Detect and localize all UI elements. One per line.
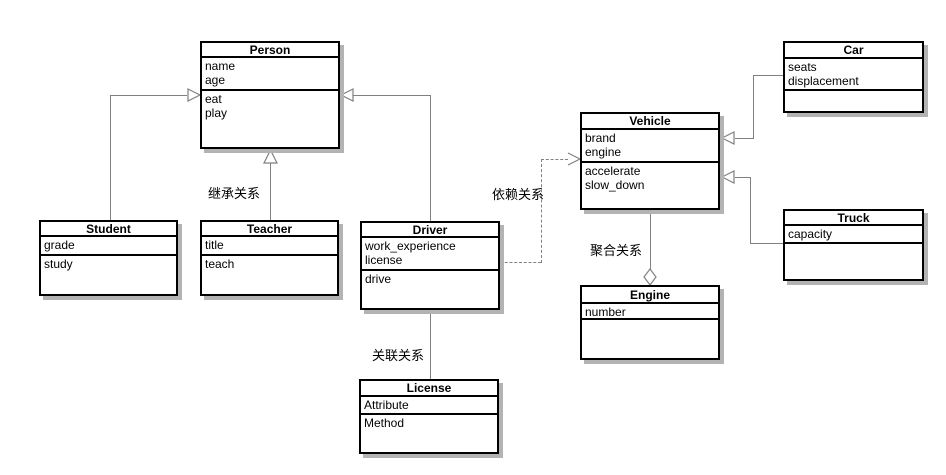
edge-vehicle-engine-segment bbox=[650, 210, 651, 269]
class-student-title: Student bbox=[41, 222, 176, 237]
method: eat bbox=[205, 92, 222, 106]
class-person-attributes: name age bbox=[202, 58, 338, 91]
edge-student-person-segment bbox=[110, 95, 187, 96]
class-driver-methods: drive bbox=[362, 271, 498, 308]
class-engine-methods bbox=[582, 320, 718, 358]
class-person[interactable]: Person name age eat play bbox=[200, 41, 340, 149]
class-truck-methods bbox=[785, 244, 922, 279]
edge-label-inheritance: 继承关系 bbox=[208, 186, 261, 201]
class-license[interactable]: License Attribute Method bbox=[359, 379, 499, 454]
edge-driver-vehicle-segment bbox=[541, 159, 568, 160]
class-teacher[interactable]: Teacher title teach bbox=[200, 220, 339, 296]
class-driver-title: Driver bbox=[362, 223, 498, 238]
edge-car-vehicle-segment bbox=[753, 75, 754, 139]
class-truck[interactable]: Truck capacity bbox=[783, 209, 924, 281]
attribute: work_experience bbox=[365, 239, 456, 253]
class-teacher-attributes: title bbox=[202, 237, 337, 256]
class-person-title: Person bbox=[202, 43, 338, 58]
edge-driver-person-segment bbox=[353, 95, 430, 96]
attribute: engine bbox=[585, 145, 622, 159]
edge-teacher-person-segment bbox=[270, 163, 271, 220]
inheritance-triangle-icon bbox=[721, 170, 735, 184]
class-student[interactable]: Student grade study bbox=[39, 220, 178, 296]
class-car-title: Car bbox=[785, 43, 922, 59]
dependency-arrow-icon bbox=[567, 152, 581, 166]
edge-truck-vehicle-segment bbox=[735, 177, 750, 178]
class-license-title: License bbox=[361, 381, 497, 397]
inheritance-triangle-icon bbox=[340, 88, 354, 102]
method: teach bbox=[205, 257, 235, 271]
edge-student-person-segment bbox=[110, 95, 111, 220]
class-vehicle-attributes: brand engine bbox=[582, 130, 718, 163]
method: Method bbox=[364, 416, 405, 430]
edge-truck-vehicle-segment bbox=[750, 243, 783, 244]
class-engine-attributes: number bbox=[582, 304, 718, 320]
edge-label-dependency: 依赖关系 bbox=[492, 187, 545, 202]
class-teacher-title: Teacher bbox=[202, 222, 337, 237]
edge-driver-person-segment bbox=[430, 95, 431, 221]
class-teacher-methods: teach bbox=[202, 256, 337, 294]
attribute: capacity bbox=[788, 227, 833, 241]
edge-driver-license-segment bbox=[430, 310, 431, 379]
edge-label-association: 关联关系 bbox=[372, 348, 425, 363]
edge-car-vehicle-segment bbox=[735, 138, 753, 139]
class-truck-title: Truck bbox=[785, 211, 922, 226]
class-vehicle[interactable]: Vehicle brand engine accelerate slow_dow… bbox=[580, 112, 720, 210]
attribute: license bbox=[365, 253, 403, 267]
edge-driver-vehicle-segment bbox=[541, 159, 542, 263]
method: drive bbox=[365, 272, 392, 286]
attribute: Attribute bbox=[364, 398, 409, 412]
edge-label-aggregation: 聚合关系 bbox=[590, 243, 643, 258]
class-student-methods: study bbox=[41, 256, 176, 294]
class-license-methods: Method bbox=[361, 415, 497, 452]
attribute: age bbox=[205, 73, 226, 87]
method: study bbox=[44, 257, 73, 271]
attribute: brand bbox=[585, 131, 616, 145]
attribute: title bbox=[205, 238, 224, 252]
class-car-methods bbox=[785, 91, 922, 111]
class-student-attributes: grade bbox=[41, 237, 176, 256]
edge-driver-vehicle-segment bbox=[500, 262, 541, 263]
class-person-methods: eat play bbox=[202, 91, 338, 147]
class-engine[interactable]: Engine number bbox=[580, 285, 720, 360]
class-vehicle-title: Vehicle bbox=[582, 114, 718, 130]
edge-truck-vehicle-segment bbox=[750, 177, 751, 243]
method: accelerate bbox=[585, 164, 641, 178]
class-car[interactable]: Car seats displacement bbox=[783, 41, 924, 113]
class-driver[interactable]: Driver work_experience license drive bbox=[360, 221, 500, 310]
inheritance-triangle-icon bbox=[263, 149, 278, 164]
edge-car-vehicle-segment bbox=[753, 75, 783, 76]
method: slow_down bbox=[585, 178, 645, 192]
class-vehicle-methods: accelerate slow_down bbox=[582, 163, 718, 208]
inheritance-triangle-icon bbox=[721, 131, 735, 145]
method: play bbox=[205, 106, 228, 120]
attribute: number bbox=[585, 305, 626, 319]
class-driver-attributes: work_experience license bbox=[362, 238, 498, 271]
attribute: seats bbox=[788, 60, 817, 74]
class-license-attributes: Attribute bbox=[361, 397, 497, 415]
attribute: grade bbox=[44, 238, 75, 252]
class-car-attributes: seats displacement bbox=[785, 59, 922, 91]
inheritance-triangle-icon bbox=[187, 88, 201, 102]
attribute: displacement bbox=[788, 74, 859, 88]
attribute: name bbox=[205, 59, 236, 73]
class-engine-title: Engine bbox=[582, 287, 718, 304]
aggregation-diamond-icon bbox=[643, 268, 657, 286]
class-truck-attributes: capacity bbox=[785, 226, 922, 244]
